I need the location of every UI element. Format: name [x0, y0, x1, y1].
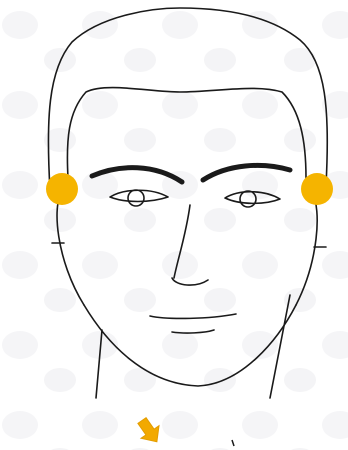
right-temple-marker [301, 173, 333, 205]
left-temple-marker [46, 173, 78, 205]
